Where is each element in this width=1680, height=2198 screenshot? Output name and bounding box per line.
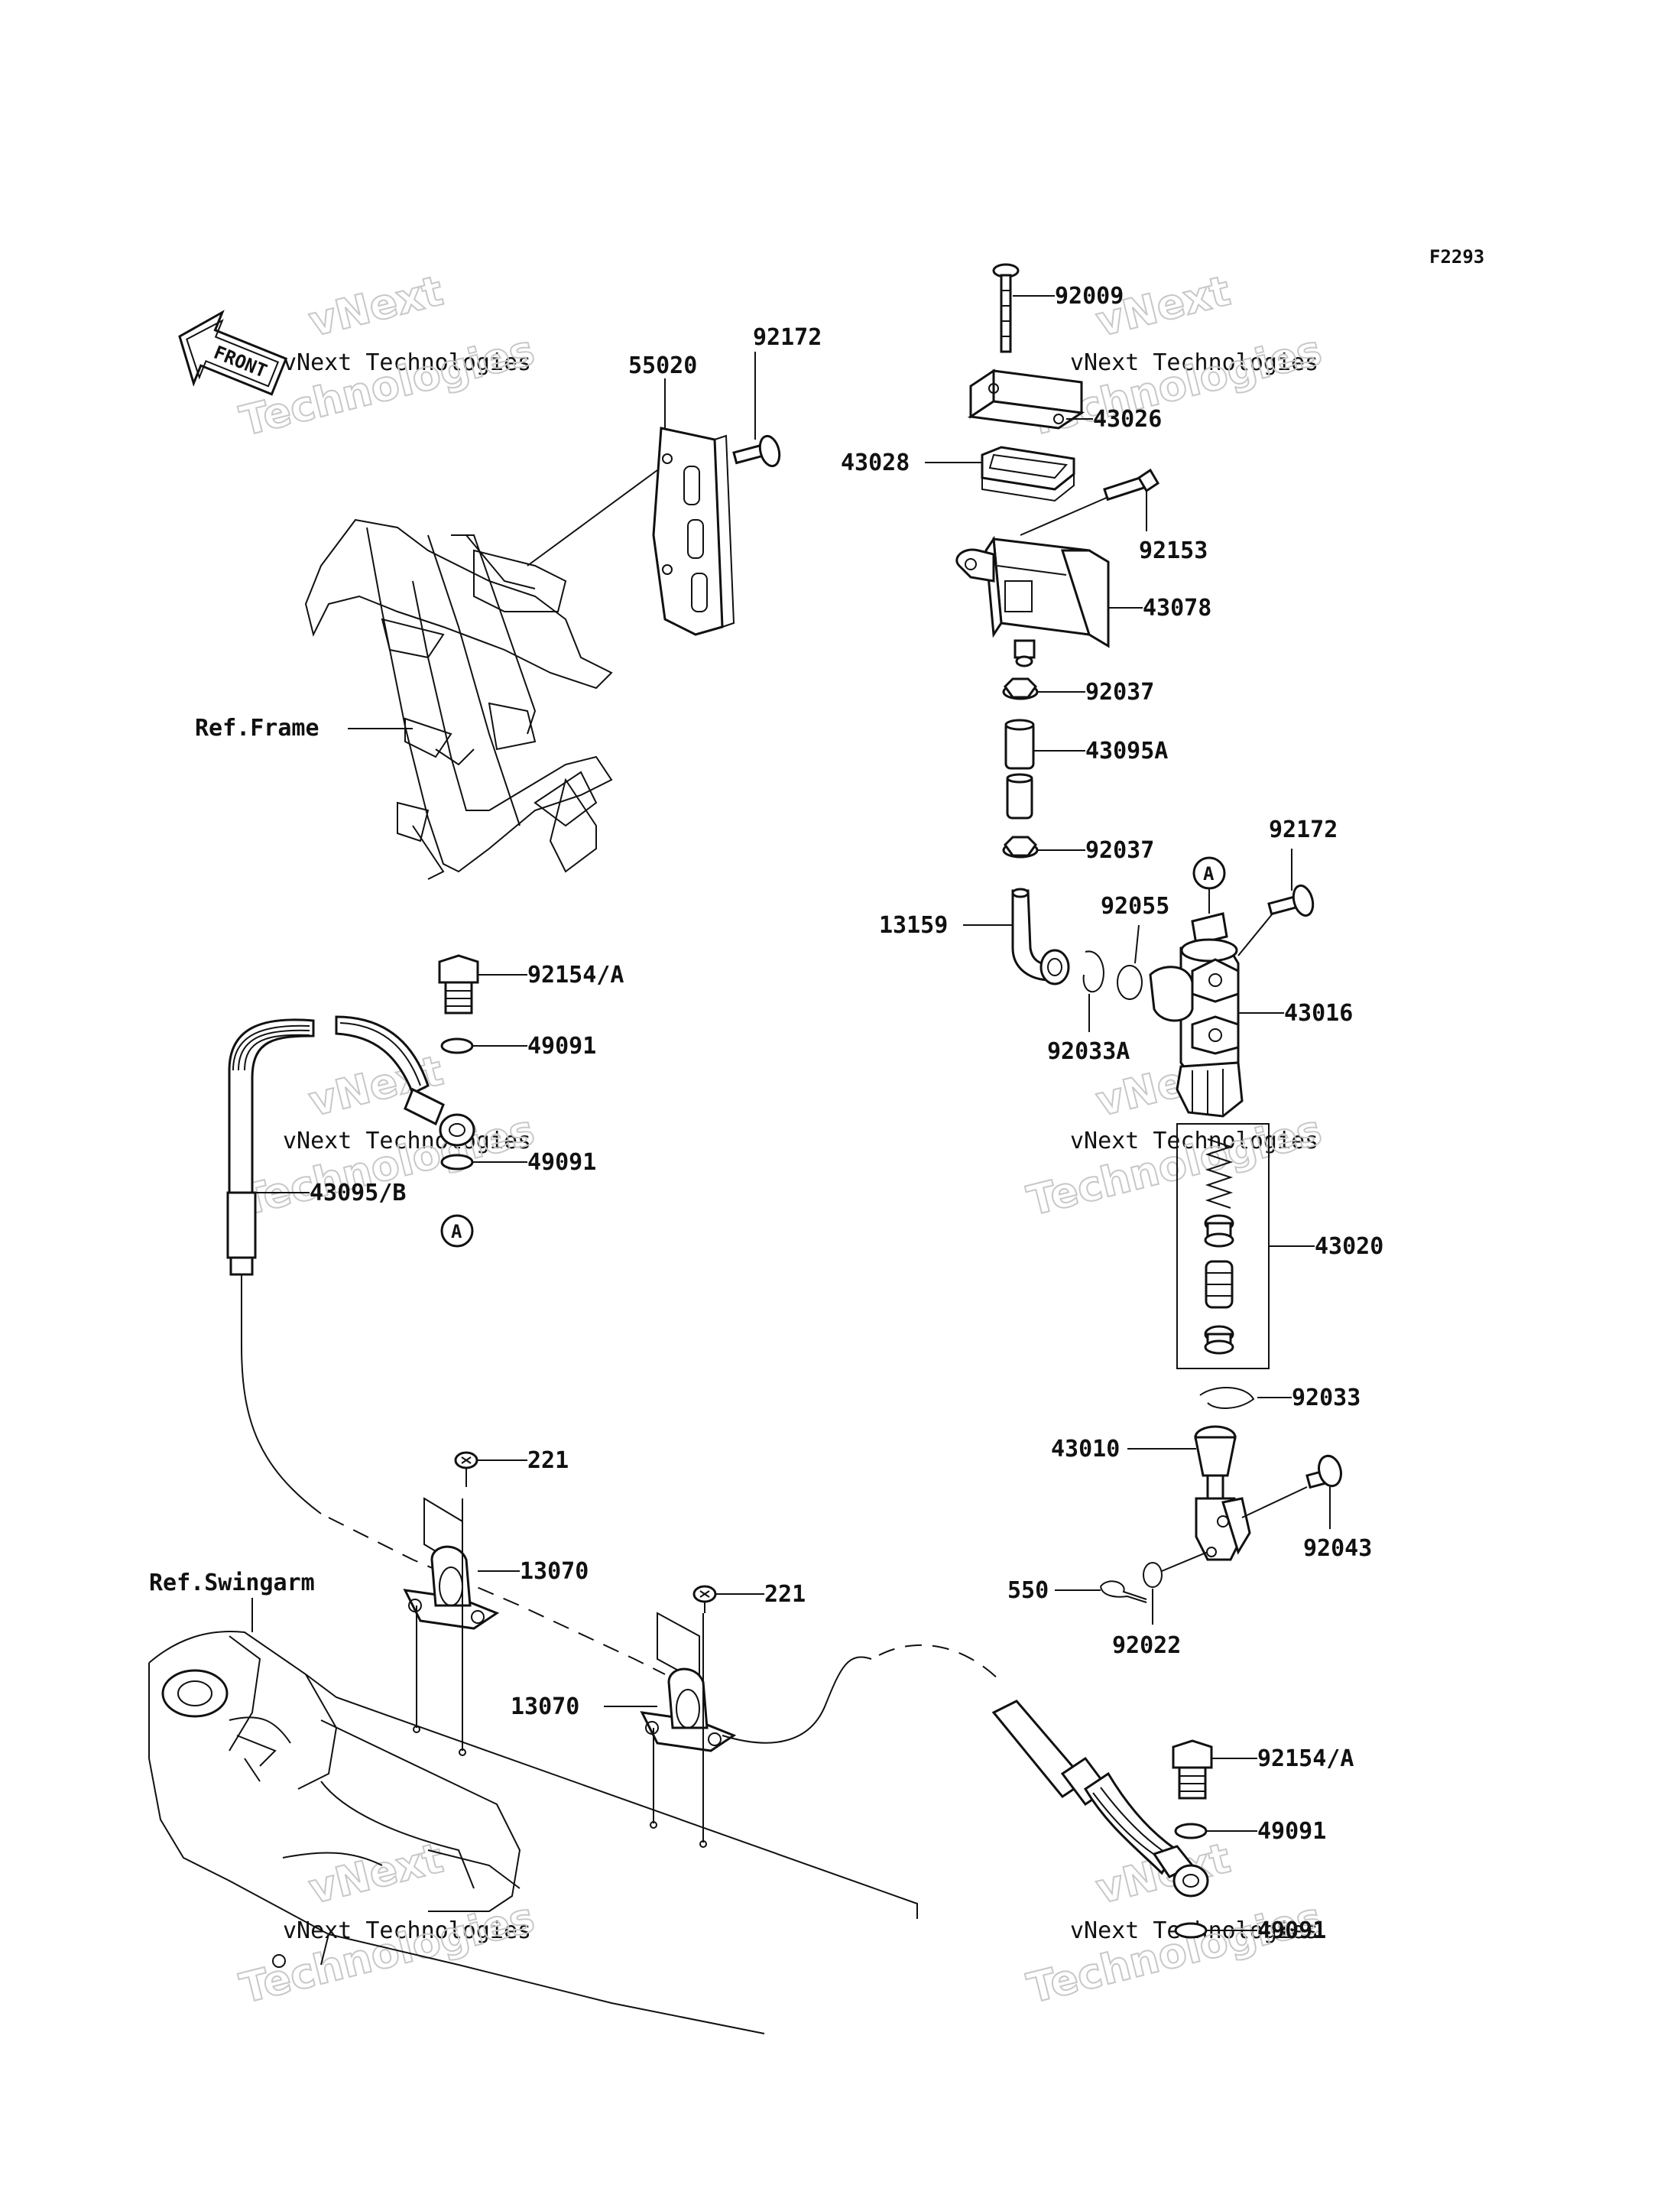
part-92154a-bolt-bottom xyxy=(1172,1739,1213,1800)
label-43095a: 43095A xyxy=(1085,738,1168,765)
svg-text:vNext Technologies: vNext Technologies xyxy=(283,1917,531,1944)
part-550-cotter-pin xyxy=(1100,1580,1147,1603)
part-92172-bolt-left xyxy=(732,434,781,468)
svg-text:Technologies: Technologies xyxy=(1023,1893,1326,2012)
label-92153: 92153 xyxy=(1139,537,1208,564)
part-43095a-hose xyxy=(1004,719,1035,820)
label-43016: 43016 xyxy=(1284,1000,1353,1027)
label-221-right: 221 xyxy=(764,1581,806,1608)
svg-text:vNext Technologies: vNext Technologies xyxy=(1070,1128,1318,1154)
label-43026: 43026 xyxy=(1093,406,1162,433)
svg-text:A: A xyxy=(451,1221,462,1242)
svg-text:vNext Technologies: vNext Technologies xyxy=(1070,349,1318,376)
label-49091-bottom1: 49091 xyxy=(1257,1818,1326,1845)
svg-text:vNext: vNext xyxy=(304,1834,448,1914)
part-49091-washer-top1 xyxy=(440,1037,474,1054)
part-13159-elbow xyxy=(1011,888,1070,985)
watermark-mid-right: vNext vNext Technologies Technologies xyxy=(1022,1046,1327,1226)
part-55020-bracket xyxy=(652,427,735,636)
swingarm-drawing xyxy=(148,1631,918,2034)
label-92154a-bottom: 92154/A xyxy=(1257,1745,1354,1772)
part-92033a-circlip xyxy=(1082,950,1104,993)
svg-text:Technologies: Technologies xyxy=(235,1105,539,1225)
frame-drawing xyxy=(304,518,613,880)
label-43010: 43010 xyxy=(1051,1436,1120,1463)
part-43078-reservoir xyxy=(955,535,1110,667)
label-13070-left: 13070 xyxy=(520,1558,589,1585)
part-92153-bolt xyxy=(1103,468,1160,502)
part-43020-piston-kit xyxy=(1176,1123,1270,1369)
part-92055-oring xyxy=(1117,965,1143,1000)
svg-text:vNext: vNext xyxy=(304,267,448,346)
label-92037-bottom: 92037 xyxy=(1085,837,1154,864)
part-49091-washer-bottom2 xyxy=(1174,1922,1208,1939)
label-49091-bottom2: 49091 xyxy=(1257,1917,1326,1944)
part-43016-master-cylinder xyxy=(1149,912,1244,1118)
svg-text:vNext Technologies: vNext Technologies xyxy=(283,1128,531,1154)
label-92022: 92022 xyxy=(1112,1632,1181,1659)
part-brake-hose-upper xyxy=(226,1015,666,1675)
label-92172-right: 92172 xyxy=(1269,817,1338,843)
callout-a-left: A xyxy=(440,1214,474,1248)
label-92037-top: 92037 xyxy=(1085,679,1154,706)
part-92009-screw xyxy=(992,263,1020,353)
svg-text:A: A xyxy=(1203,863,1215,885)
label-13070-right: 13070 xyxy=(511,1693,579,1720)
svg-text:Technologies: Technologies xyxy=(1023,1105,1326,1225)
part-49091-washer-top2 xyxy=(440,1154,474,1170)
part-92033-circlip xyxy=(1199,1387,1255,1409)
label-49091-top1: 49091 xyxy=(527,1033,596,1060)
label-92055: 92055 xyxy=(1101,893,1169,920)
label-43028: 43028 xyxy=(841,450,910,476)
part-92154a-bolt-top xyxy=(438,954,479,1015)
callout-a-right: A xyxy=(1192,856,1226,914)
label-49091-top2: 49091 xyxy=(527,1149,596,1176)
label-550: 550 xyxy=(1007,1577,1049,1604)
label-92172-left: 92172 xyxy=(753,324,822,351)
label-92043: 92043 xyxy=(1303,1535,1372,1562)
label-92009: 92009 xyxy=(1055,283,1124,310)
part-92043-pin xyxy=(1305,1454,1342,1489)
watermark-bottom-left: vNext vNext Technologies Technologies xyxy=(235,1833,540,2014)
part-92022-washer xyxy=(1143,1562,1163,1588)
part-92172-bolt-right xyxy=(1267,884,1315,917)
part-221-screw-right xyxy=(692,1585,717,1613)
part-43026-cap xyxy=(967,368,1085,430)
part-13070-clamp-right xyxy=(640,1612,737,1848)
part-49091-washer-bottom1 xyxy=(1174,1823,1208,1839)
label-92154a-top: 92154/A xyxy=(527,962,624,989)
svg-text:Technologies: Technologies xyxy=(235,1893,539,2012)
label-43095b: 43095/B xyxy=(310,1180,406,1206)
part-brake-hose-lower xyxy=(991,1700,1209,1898)
part-13070-clamp-left xyxy=(403,1497,500,1756)
svg-text:Technologies: Technologies xyxy=(235,326,539,445)
label-43020: 43020 xyxy=(1315,1233,1383,1260)
part-221-screw-left xyxy=(454,1451,478,1487)
label-221-left: 221 xyxy=(527,1447,569,1474)
label-13159: 13159 xyxy=(879,912,948,939)
label-55020: 55020 xyxy=(628,352,697,379)
part-92037-clip-top xyxy=(1002,677,1039,700)
ref-frame-label: Ref.Frame xyxy=(195,715,319,742)
figure-code: F2293 xyxy=(1429,246,1484,268)
label-92033: 92033 xyxy=(1292,1385,1361,1411)
label-43078: 43078 xyxy=(1143,595,1211,622)
front-direction-arrow: FRONT xyxy=(178,310,288,396)
label-92033a: 92033A xyxy=(1047,1038,1130,1065)
part-43010-push-rod xyxy=(1194,1425,1251,1561)
leader-55020-frame xyxy=(527,469,658,567)
part-92037-clip-bottom xyxy=(1002,836,1039,859)
svg-text:vNext Technologies: vNext Technologies xyxy=(283,349,531,376)
part-43028-diaphragm xyxy=(981,446,1075,502)
ref-swingarm-label: Ref.Swingarm xyxy=(149,1570,315,1596)
